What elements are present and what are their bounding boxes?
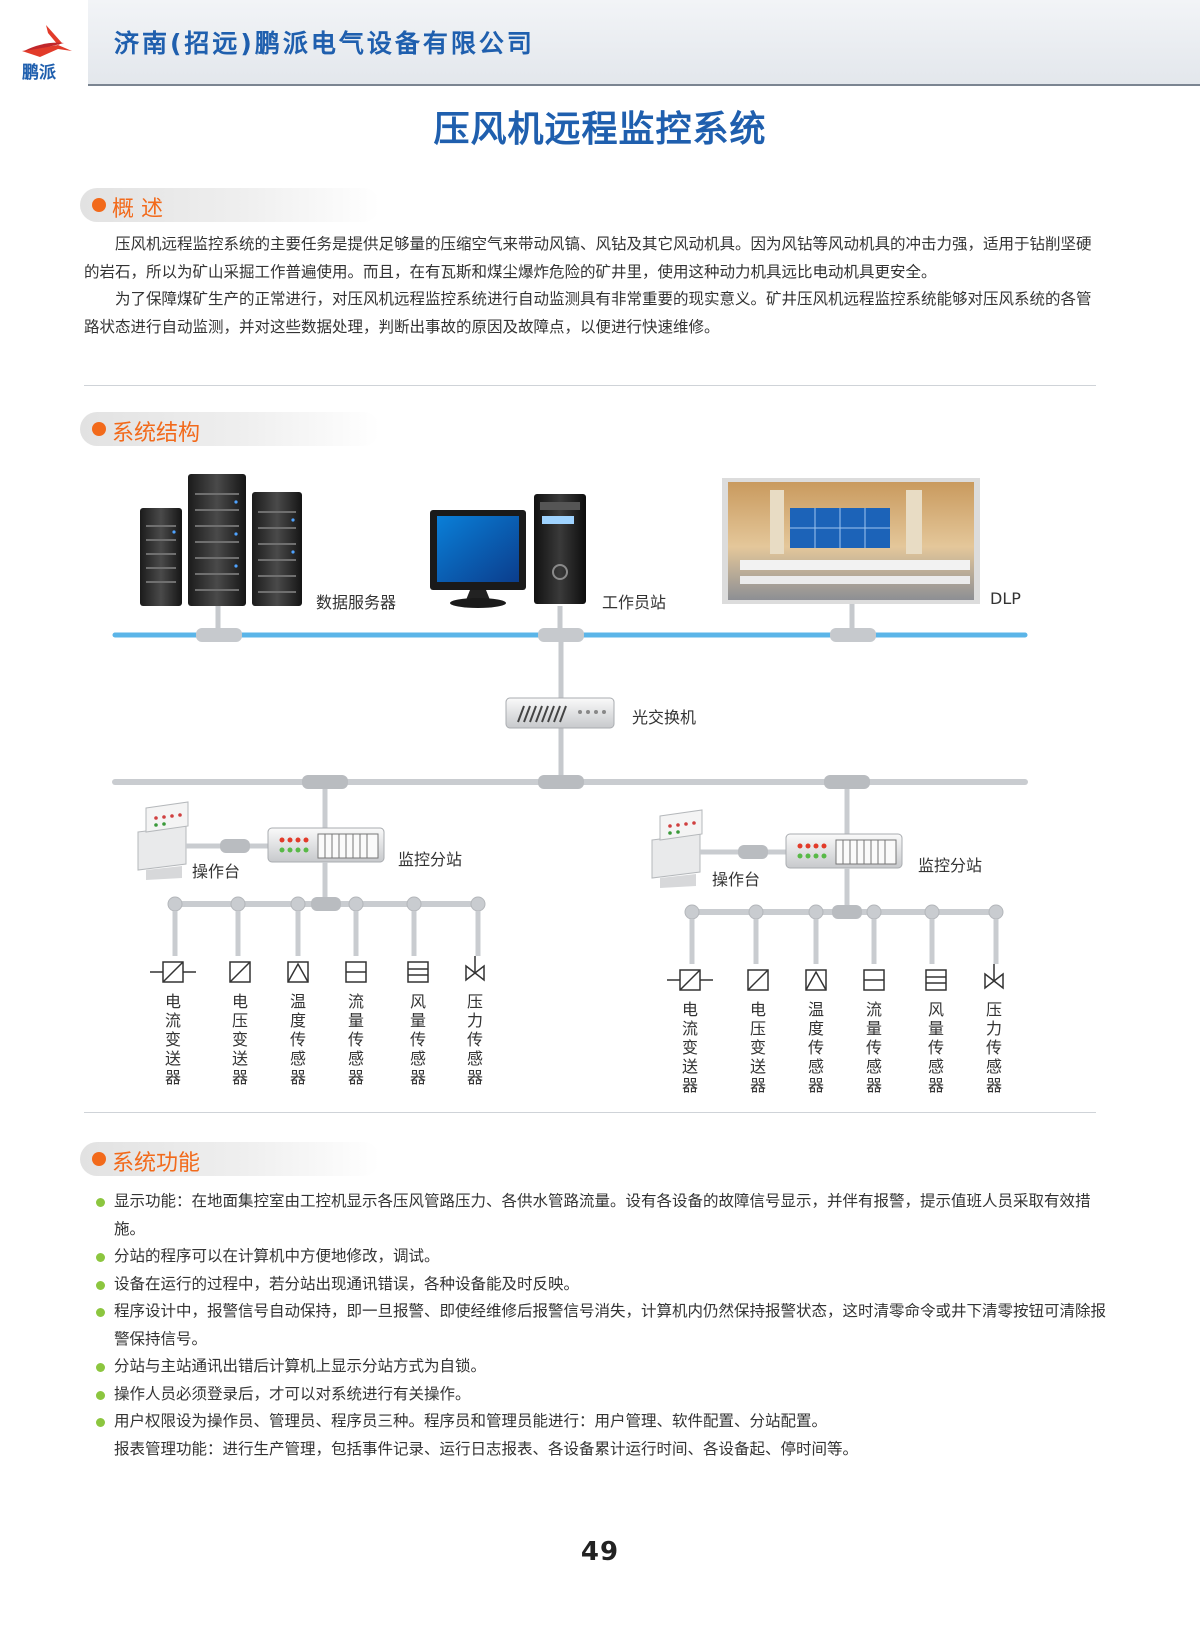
bullet-dot-icon — [96, 1418, 105, 1427]
list-item-text: 分站与主站通讯出错后计算机上显示分站方式为自锁。 — [114, 1357, 487, 1375]
list-item: 用户权限设为操作员、管理员、程序员三种。程序员和管理员能进行：用户管理、软件配置… — [96, 1408, 1106, 1436]
network-connector — [196, 628, 876, 642]
sensor-label: 风量传感器 — [927, 1000, 944, 1095]
workstation-icon — [430, 494, 586, 608]
airflow-sensor-icon — [407, 961, 429, 983]
list-item: 程序设计中，报警信号自动保持，即一旦报警、即使经维修后报警信号消失，计算机内仍然… — [96, 1298, 1106, 1353]
list-item: 报表管理功能：进行生产管理，包括事件记录、运行日志报表、各设备累计运行时间、各设… — [96, 1436, 1106, 1464]
substation-box-icon — [267, 827, 385, 863]
list-item: 分站的程序可以在计算机中方便地修改，调试。 — [96, 1243, 1106, 1271]
server-icon — [140, 474, 302, 606]
bullet-dot-icon — [96, 1198, 105, 1207]
function-list: 显示功能：在地面集控室由工控机显示各压风管路压力、各供水管路流量。设有各设备的故… — [96, 1188, 1106, 1463]
overview-text: 压风机远程监控系统的主要任务是提供足够量的压缩空气来带动风镐、风钻及其它风动机具… — [84, 231, 1096, 341]
list-item-text: 报表管理功能：进行生产管理，包括事件记录、运行日志报表、各设备累计运行时间、各设… — [114, 1439, 859, 1458]
section-dot-icon — [92, 422, 106, 436]
voltage-transmitter-icon — [747, 969, 769, 991]
bullet-dot-icon — [96, 1253, 105, 1262]
list-item-text: 操作人员必须登录后，才可以对系统进行有关操作。 — [114, 1384, 471, 1403]
section-heading: 概 述 — [112, 197, 163, 222]
header-band — [88, 0, 1200, 86]
sensor-label: 电流变送器 — [681, 1000, 698, 1095]
arrow-logo-icon — [22, 25, 72, 57]
sensor-label: 电压变送器 — [231, 992, 248, 1087]
current-transmitter-icon — [150, 961, 196, 983]
voltage-transmitter-icon — [229, 961, 251, 983]
bullet-dot-icon — [96, 1363, 105, 1372]
logo-text: 鹏派 — [22, 63, 56, 83]
temperature-sensor-icon — [805, 969, 827, 991]
list-item-text: 程序设计中，报警信号自动保持，即一旦报警、即使经维修后报警信号消失，计算机内仍然… — [114, 1302, 1107, 1348]
console-label-right: 操作台 — [712, 870, 761, 889]
list-item-text: 分站的程序可以在计算机中方便地修改，调试。 — [114, 1247, 440, 1265]
switch-label: 光交换机 — [632, 708, 697, 727]
list-item: 分站与主站通讯出错后计算机上显示分站方式为自锁。 — [96, 1353, 1106, 1381]
substation-group-left — [137, 789, 486, 983]
bus-connector — [302, 775, 870, 789]
sensor-label: 温度传感器 — [807, 1000, 824, 1095]
overview-paragraph: 压风机远程监控系统的主要任务是提供足够量的压缩空气来带动风镐、风钻及其它风动机具… — [84, 235, 1092, 281]
section-header-overview: 概 述 — [80, 188, 380, 222]
list-item: 设备在运行的过程中，若分站出现通讯错误，各种设备能及时反映。 — [96, 1271, 1106, 1299]
flow-sensor-icon — [863, 969, 885, 991]
server-label: 数据服务器 — [316, 593, 397, 612]
section-divider — [84, 385, 1096, 386]
system-structure-diagram — [112, 474, 1028, 991]
page-title: 压风机远程监控系统 — [433, 109, 767, 150]
section-header-structure: 系统结构 — [80, 412, 380, 446]
section-divider — [84, 1112, 1096, 1113]
console-label-left: 操作台 — [192, 862, 241, 881]
list-item-text: 设备在运行的过程中，若分站出现通讯错误，各种设备能及时反映。 — [114, 1274, 580, 1293]
substation-label-left: 监控分站 — [398, 850, 463, 869]
section-header-functions: 系统功能 — [80, 1142, 380, 1176]
section-dot-icon — [92, 198, 106, 212]
bullet-dot-icon — [96, 1280, 105, 1290]
bullet-dot-icon — [96, 1390, 105, 1400]
list-item: 操作人员必须登录后，才可以对系统进行有关操作。 — [96, 1381, 1106, 1409]
sensor-label: 温度传感器 — [289, 992, 306, 1087]
sensor-label: 流量传感器 — [347, 992, 364, 1087]
section-heading: 系统结构 — [112, 421, 201, 446]
list-item-text: 用户权限设为操作员、管理员、程序员三种。程序员和管理员能进行：用户管理、软件配置… — [114, 1412, 828, 1430]
bullet-dot-icon — [96, 1308, 105, 1317]
list-item-text: 显示功能：在地面集控室由工控机显示各压风管路压力、各供水管路流量。设有各设备的故… — [114, 1192, 1091, 1238]
connector-pipe — [215, 604, 855, 778]
sensor-label: 流量传感器 — [865, 1000, 882, 1095]
console-icon — [137, 801, 189, 880]
console-icon — [651, 809, 703, 888]
pressure-sensor-icon — [984, 964, 1004, 990]
current-transmitter-icon — [667, 969, 713, 991]
substation-label-right: 监控分站 — [918, 856, 983, 875]
substation-group-right — [651, 789, 1004, 991]
sensor-label: 电压变送器 — [749, 1000, 766, 1095]
section-heading: 系统功能 — [112, 1151, 201, 1176]
flow-sensor-icon — [345, 961, 367, 983]
page-number: 49 — [580, 1537, 620, 1567]
sensor-label: 风量传感器 — [409, 992, 426, 1087]
sensor-label: 压力传感器 — [985, 1000, 1002, 1095]
section-dot-icon — [92, 1152, 106, 1166]
pressure-sensor-icon — [465, 956, 485, 982]
dlp-display-icon — [722, 478, 980, 604]
temperature-sensor-icon — [287, 961, 309, 983]
workstation-label: 工作员站 — [602, 593, 667, 612]
optical-switch-icon — [505, 697, 615, 729]
sensor-label: 压力传感器 — [466, 992, 483, 1087]
dlp-label: DLP — [990, 589, 1021, 608]
substation-box-icon — [785, 833, 903, 869]
airflow-sensor-icon — [925, 969, 947, 991]
list-item: 显示功能：在地面集控室由工控机显示各压风管路压力、各供水管路流量。设有各设备的故… — [96, 1188, 1106, 1243]
overview-paragraph: 为了保障煤矿生产的正常进行，对压风机远程监控系统进行自动监测具有非常重要的现实意… — [84, 290, 1092, 336]
sensor-label: 电流变送器 — [164, 992, 181, 1087]
company-name: 济南(招远)鹏派电气设备有限公司 — [114, 29, 535, 58]
